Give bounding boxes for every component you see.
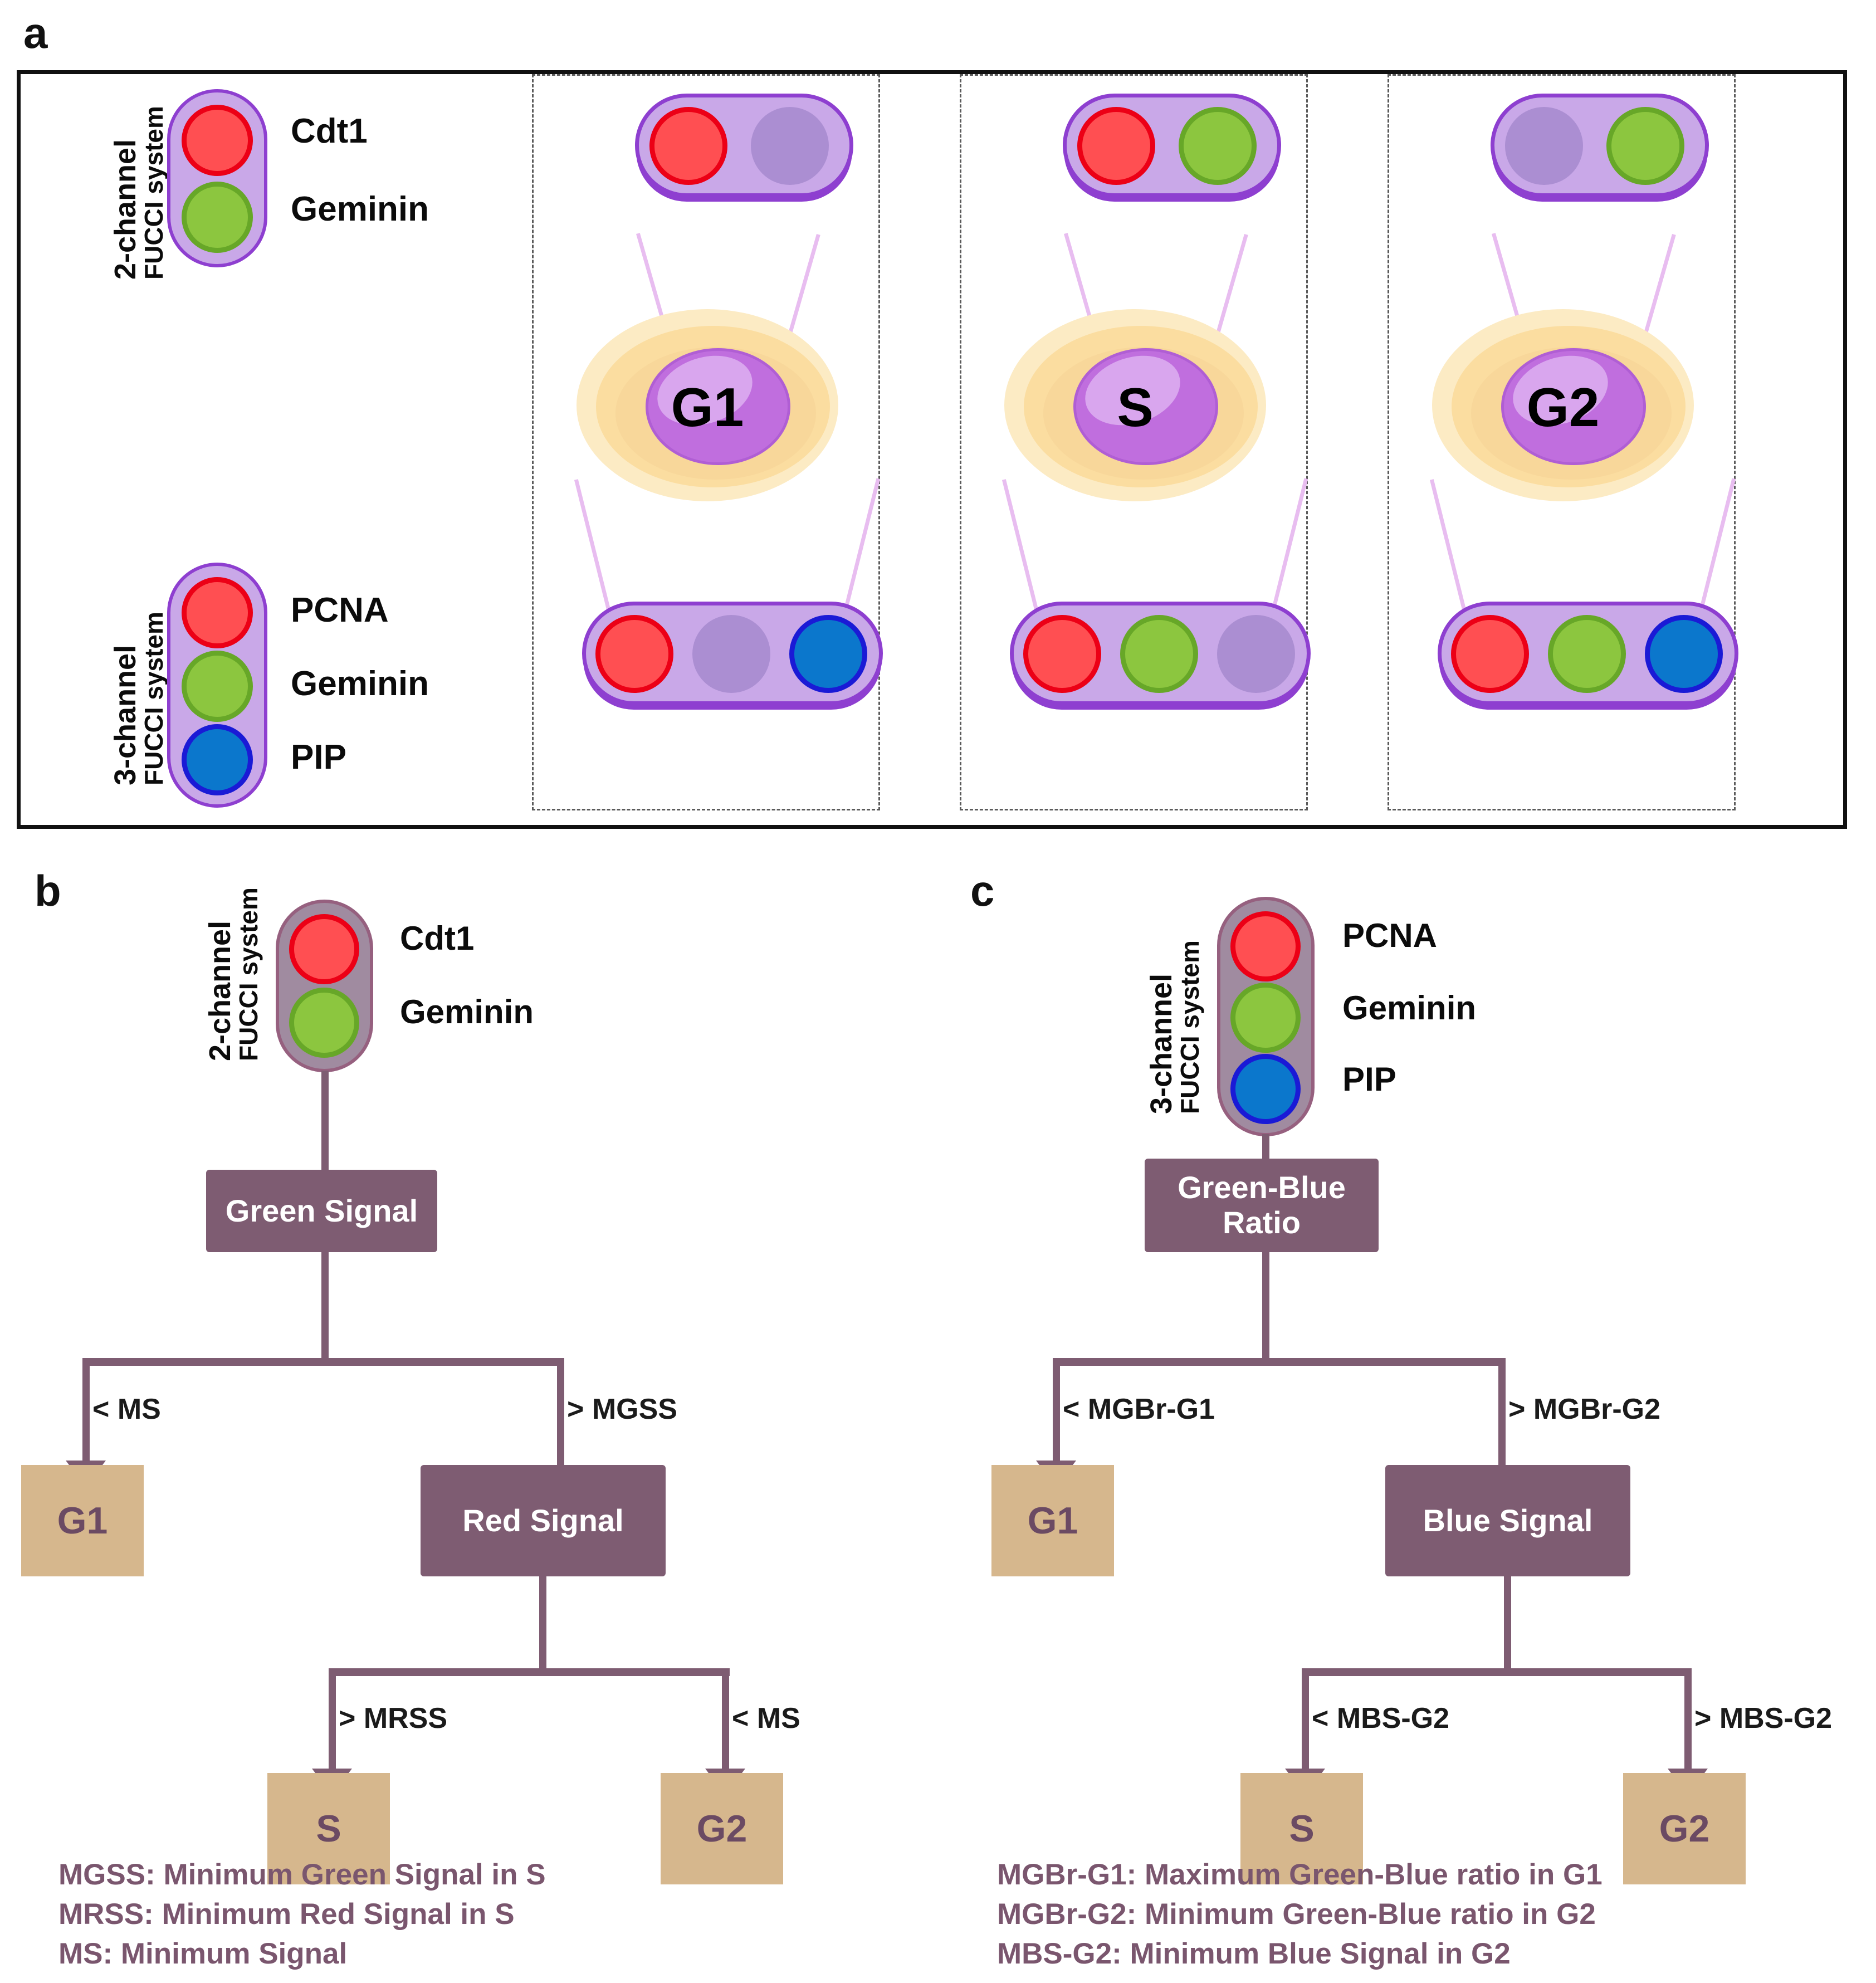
- g2-three-channel-reporter: [1438, 602, 1738, 705]
- flow-b-outcome-s[interactable]: S: [267, 1773, 390, 1884]
- flow-b-label-geminin: Geminin: [400, 993, 534, 1030]
- red-lamp-icon: [1230, 911, 1301, 981]
- flow-c-node-blue-signal[interactable]: Blue Signal: [1385, 1465, 1630, 1576]
- legend-label-geminin-2ch: Geminin: [291, 190, 429, 228]
- green-lamp-off-icon: [692, 615, 770, 693]
- legend-three-channel-a: 3-channel FUCCI system PCNA Geminin PIP: [67, 563, 512, 808]
- red-lamp-off-icon: [1505, 107, 1583, 185]
- flow-b-abbrev-1: MGSS: Minimum Green Signal in S: [58, 1858, 546, 1891]
- blue-lamp-off-icon: [1217, 615, 1295, 693]
- flow-b-label-cdt1: Cdt1: [400, 920, 475, 957]
- cell-illustration-g2: G2: [1432, 309, 1694, 501]
- flow-c-label-geminin: Geminin: [1342, 989, 1477, 1027]
- green-lamp-icon: [1230, 983, 1301, 1053]
- legend-label-pip-a: PIP: [291, 738, 346, 776]
- red-lamp-icon: [595, 615, 673, 693]
- flow-b-node-green-signal-label: Green Signal: [225, 1193, 418, 1228]
- flow-c-outcome-g2[interactable]: G2: [1623, 1773, 1746, 1884]
- blue-lamp-icon: [1230, 1054, 1301, 1124]
- phase-label-g1: G1: [671, 377, 744, 438]
- red-lamp-icon: [1451, 615, 1529, 693]
- flow-c-edge-label-left-2: < MBS-G2: [1312, 1702, 1450, 1735]
- g1-two-channel-reporter: [635, 94, 853, 197]
- flow-b-abbrev-2: MRSS: Minimum Red Signal in S: [58, 1898, 515, 1931]
- flow-c-label-pip: PIP: [1342, 1061, 1396, 1098]
- g2-two-channel-reporter: [1491, 94, 1709, 197]
- g1-three-channel-reporter: [582, 602, 883, 705]
- green-lamp-icon: [182, 651, 253, 722]
- red-lamp-icon: [182, 105, 253, 176]
- flow-b-abbrev-3: MS: Minimum Signal: [58, 1937, 348, 1970]
- flow-c-edge-label-right-1: > MGBr-G2: [1508, 1393, 1661, 1425]
- flow-b-outcome-g2[interactable]: G2: [661, 1773, 783, 1884]
- panel-a-letter: a: [23, 8, 48, 57]
- s-three-channel-reporter: [1010, 602, 1311, 705]
- flow-c-label-pcna: PCNA: [1342, 917, 1438, 954]
- panel-c-letter: c: [970, 866, 995, 915]
- flow-b-reporter-title: 2-channel FUCCI system: [203, 887, 263, 1061]
- flow-b-outcome-g1-label: G1: [57, 1500, 108, 1542]
- phase-label-g2: G2: [1526, 377, 1600, 438]
- flow-b-two-channel-reporter: [276, 900, 373, 1072]
- flow-b-edge-label-right-2: < MS: [732, 1702, 800, 1735]
- flow-c-three-channel-reporter: [1217, 897, 1315, 1136]
- flow-b-outcome-g2-label: G2: [696, 1808, 748, 1850]
- flow-c-outcome-g1-label: G1: [1027, 1500, 1078, 1542]
- flow-c-reporter-title: 3-channel FUCCI system: [1145, 940, 1205, 1114]
- flow-c-node-green-blue-ratio-label-1: Green-Blue: [1178, 1170, 1346, 1205]
- flow-c-abbrev-1: MGBr-G1: Maximum Green-Blue ratio in G1: [997, 1858, 1603, 1891]
- flow-b-edge-label-left-2: > MRSS: [339, 1702, 448, 1735]
- flow-c-outcome-s-label: S: [1289, 1808, 1315, 1850]
- flow-c-node-green-blue-ratio[interactable]: Green-Blue Ratio: [1145, 1159, 1379, 1252]
- flow-c-outcome-g1[interactable]: G1: [991, 1465, 1114, 1576]
- green-lamp-icon: [1179, 107, 1257, 185]
- flow-c-node-green-blue-ratio-label-2: Ratio: [1223, 1205, 1301, 1240]
- legend-two-channel-a: 2-channel FUCCI system Cdt1 Geminin: [67, 84, 490, 284]
- legend-three-channel-a-title: 3-channel FUCCI system: [109, 612, 169, 785]
- green-lamp-icon: [1606, 107, 1684, 185]
- flow-b-edge-label-left-1: < MS: [92, 1393, 161, 1425]
- blue-lamp-icon: [1645, 615, 1723, 693]
- two-channel-reporter-icon-a: [167, 89, 267, 267]
- green-lamp-icon: [289, 988, 359, 1058]
- flow-b-outcome-s-label: S: [316, 1808, 341, 1850]
- blue-lamp-icon: [182, 724, 253, 795]
- flow-b-outcome-g1[interactable]: G1: [21, 1465, 144, 1576]
- legend-two-channel-a-title: 2-channel FUCCI system: [109, 106, 169, 280]
- green-lamp-icon: [1548, 615, 1626, 693]
- green-lamp-off-icon: [751, 107, 829, 185]
- green-lamp-icon: [182, 182, 253, 253]
- flow-c-outcome-s[interactable]: S: [1240, 1773, 1363, 1884]
- s-two-channel-reporter: [1063, 94, 1281, 197]
- three-channel-reporter-icon-a: [167, 563, 267, 808]
- flow-c-abbrev-3: MBS-G2: Minimum Blue Signal in G2: [997, 1937, 1511, 1970]
- green-lamp-icon: [1120, 615, 1198, 693]
- red-lamp-icon: [289, 914, 359, 984]
- cell-illustration-s: S: [1004, 309, 1266, 501]
- flow-b-edge-label-right-1: > MGSS: [567, 1393, 677, 1425]
- flow-b-node-red-signal[interactable]: Red Signal: [421, 1465, 666, 1576]
- flow-c-outcome-g2-label: G2: [1659, 1808, 1710, 1850]
- flow-c-edge-label-right-2: > MBS-G2: [1694, 1702, 1833, 1735]
- red-lamp-icon: [649, 107, 727, 185]
- phase-label-s: S: [1117, 377, 1154, 438]
- legend-label-cdt1: Cdt1: [291, 112, 368, 150]
- cell-illustration-g1: G1: [577, 309, 838, 501]
- blue-lamp-icon: [789, 615, 867, 693]
- flow-c-edge-label-left-1: < MGBr-G1: [1063, 1393, 1215, 1425]
- red-lamp-icon: [1023, 615, 1101, 693]
- red-lamp-icon: [182, 577, 253, 648]
- legend-label-geminin-a: Geminin: [291, 665, 429, 703]
- panel-b-letter: b: [35, 866, 61, 915]
- flow-c-node-blue-signal-label: Blue Signal: [1423, 1502, 1593, 1538]
- flow-b-node-green-signal[interactable]: Green Signal: [206, 1170, 437, 1252]
- legend-label-pcna-a: PCNA: [291, 591, 389, 629]
- flow-c-abbrev-2: MGBr-G2: Minimum Green-Blue ratio in G2: [997, 1898, 1596, 1931]
- red-lamp-icon: [1077, 107, 1155, 185]
- flow-b-node-red-signal-label: Red Signal: [462, 1502, 624, 1538]
